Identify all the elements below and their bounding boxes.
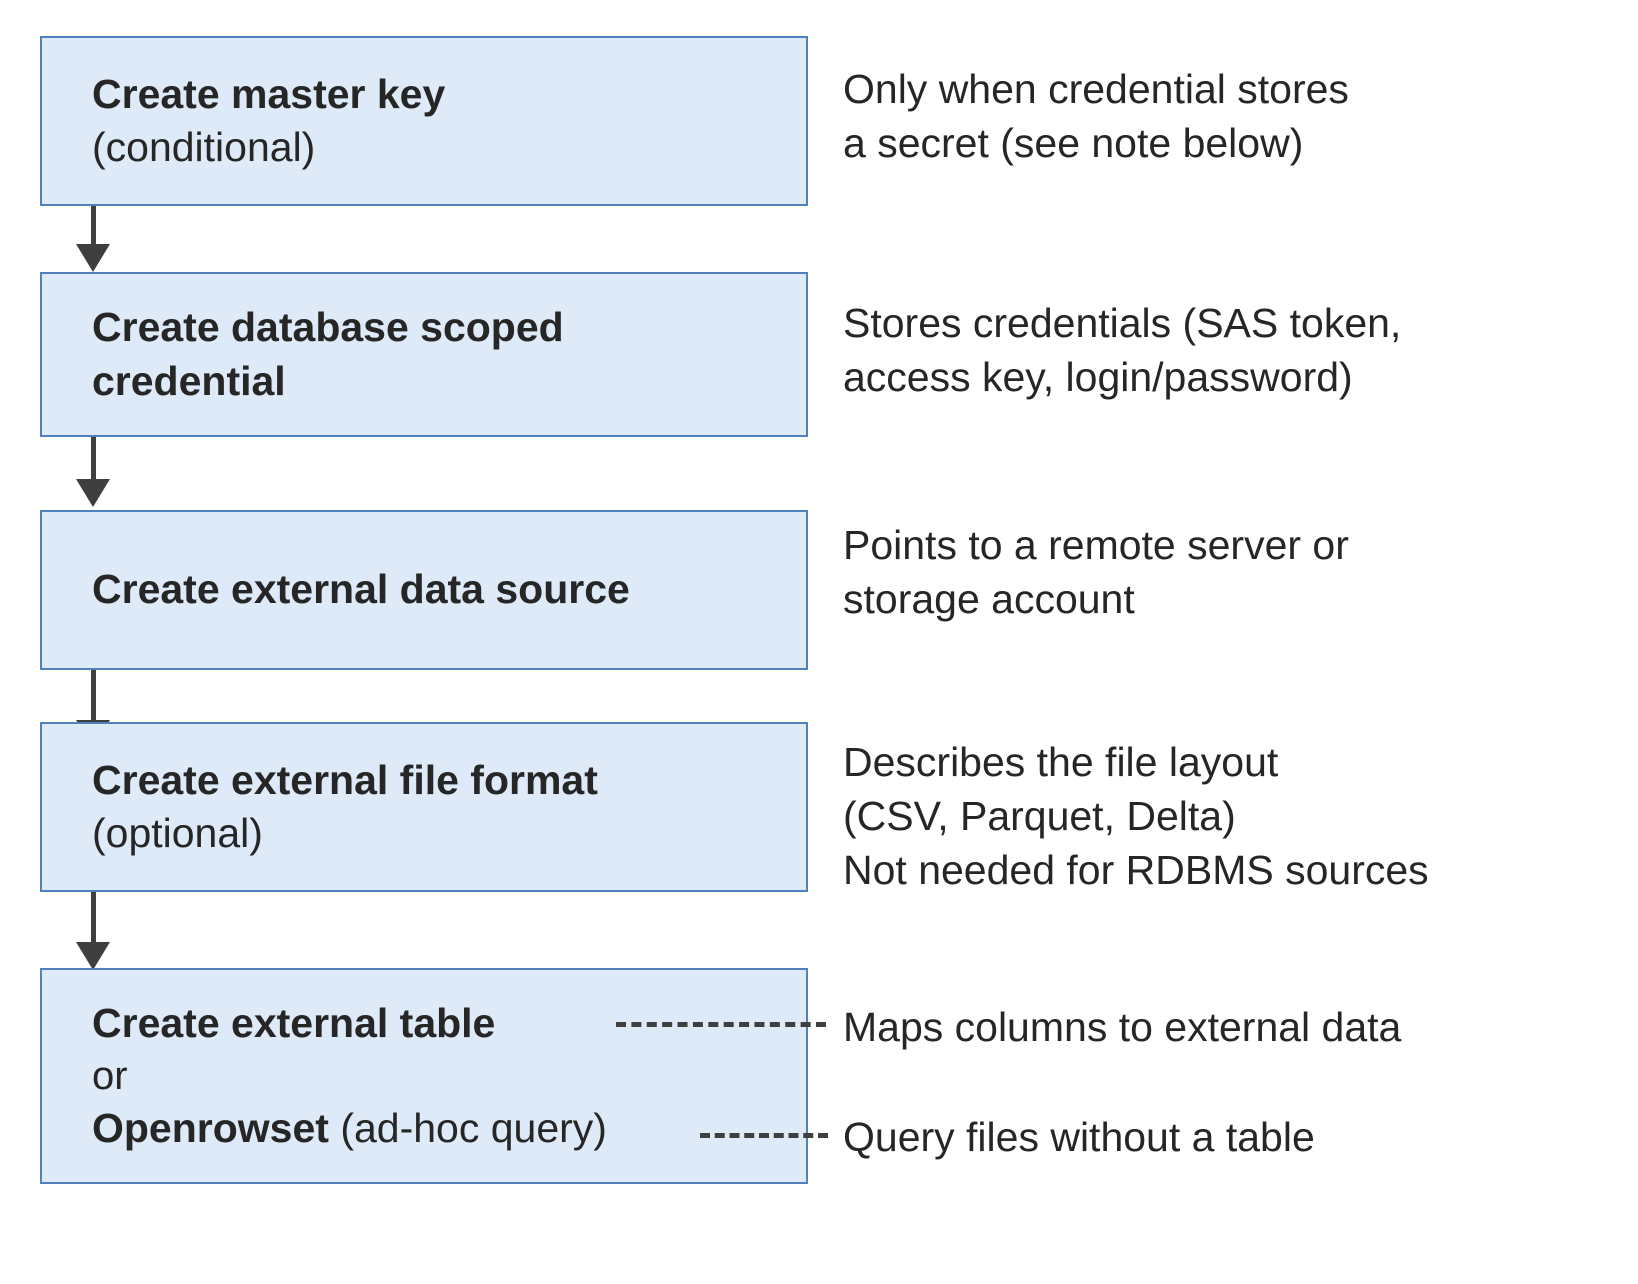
step-qualifier: (optional) [92,810,263,856]
note-line: Describes the file layout [843,739,1279,785]
step-alt-qualifier: (ad-hoc query) [340,1105,607,1151]
step-title: Create external table [92,999,496,1046]
note-openrowset: Query files without a table [843,1110,1315,1164]
step-box-create-database-scoped-credential[interactable]: Create database scoped credential [40,272,808,437]
note-create-database-scoped-credential: Stores credentials (SAS token, access ke… [843,296,1401,404]
note-line: Not needed for RDBMS sources [843,847,1429,894]
note-line: access key, login/password) [843,354,1353,401]
note-line: Maps columns to external data [843,1004,1402,1050]
note-create-external-file-format: Describes the file layout (CSV, Parquet,… [843,735,1429,897]
dashed-link-icon [700,1133,828,1138]
note-create-external-table: Maps columns to external data [843,1000,1401,1054]
note-create-master-key: Only when credential stores a secret (se… [843,62,1349,170]
dashed-link-icon [616,1022,826,1027]
note-line: storage account [843,576,1135,623]
step-alt-title: Openrowset [92,1105,329,1151]
down-arrow-icon [76,206,110,272]
step-separator: or [92,1054,128,1098]
step-box-create-external-table-or-openrowset[interactable]: Create external table or Openrowset (ad-… [40,968,808,1184]
step-alt-title-row: Openrowset (ad-hoc query) [42,1102,806,1155]
step-title: Create external data source [92,566,630,613]
note-line: a secret (see note below) [843,120,1304,167]
step-title-line-2: credential [92,357,286,404]
step-title: Create master key [92,70,446,117]
step-qualifier: (conditional) [92,124,316,170]
step-box-create-master-key[interactable]: Create master key (conditional) [40,36,808,206]
note-line: (CSV, Parquet, Delta) [843,793,1236,840]
step-box-create-external-file-format[interactable]: Create external file format (optional) [40,722,808,892]
note-line: Points to a remote server or [843,522,1349,568]
note-line: Query files without a table [843,1114,1315,1160]
down-arrow-icon [76,892,110,972]
note-create-external-data-source: Points to a remote server or storage acc… [843,518,1349,626]
step-title: Create external file format [92,756,598,803]
step-title-line-1: Create database scoped [92,304,564,351]
note-line: Stores credentials (SAS token, [843,300,1402,346]
step-box-create-external-data-source[interactable]: Create external data source [40,510,808,670]
down-arrow-icon [76,437,110,509]
note-line: Only when credential stores [843,66,1349,112]
